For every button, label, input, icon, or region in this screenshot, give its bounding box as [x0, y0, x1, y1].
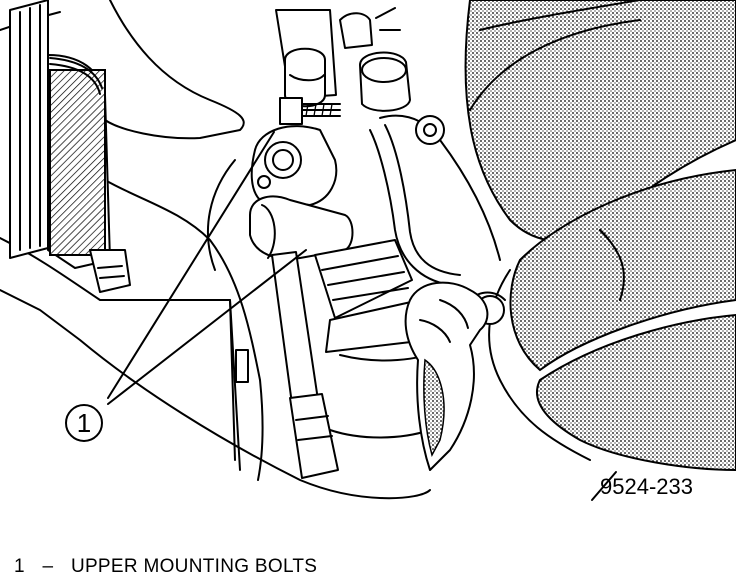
sensor-connector [314, 239, 429, 353]
air-filter-housing [9, 0, 131, 293]
upper-mounting-bolt-lower [257, 141, 302, 189]
fender-panel [229, 299, 249, 461]
legend: 1 – UPPER MOUNTING BOLTS [14, 556, 317, 578]
legend-label: UPPER MOUNTING BOLTS [70, 556, 318, 577]
legend-number: 1 [14, 556, 25, 577]
legend-separator: – [42, 556, 54, 577]
vertical-hose [275, 9, 337, 108]
stippled-hoses [464, 0, 736, 472]
upper-mounting-bolt-top [279, 97, 341, 125]
callout-1-number: 1 [77, 408, 91, 438]
figure-id-text: 9524-233 [600, 474, 693, 499]
callout-1: 1 [65, 404, 103, 442]
callout-leader-lines [107, 131, 307, 405]
cap-fitting [339, 7, 411, 112]
hand [404, 281, 489, 471]
mounting-bracket [250, 125, 338, 206]
ratchet-wrench [249, 195, 354, 479]
figure-id-label: 9524-233 [591, 471, 693, 501]
